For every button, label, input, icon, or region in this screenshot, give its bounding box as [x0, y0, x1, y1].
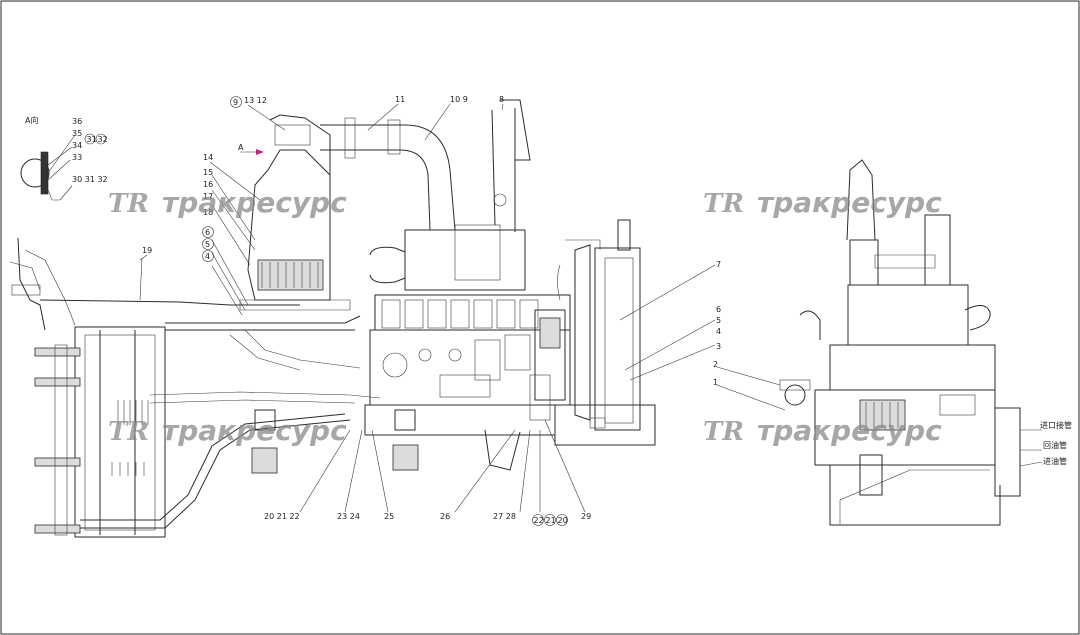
callout-18: 18 — [203, 208, 213, 217]
circled-5: 5 — [205, 240, 210, 249]
circled-21: 21 — [546, 516, 556, 525]
circled-22: 22 — [534, 516, 544, 525]
callout-25: 25 — [384, 512, 394, 521]
circled-32: 32 — [98, 135, 108, 144]
callout-group-30-31-32: 30 31 32 — [72, 175, 108, 184]
watermark-text: тракресурс — [162, 414, 347, 447]
callout-8: 8 — [499, 95, 504, 104]
callout-14: 14 — [203, 153, 213, 162]
callout-7: 7 — [716, 260, 721, 269]
callout-33: 33 — [72, 153, 82, 162]
watermark-logo: TR — [108, 417, 149, 447]
watermark-text: тракресурс — [162, 186, 347, 219]
callout-15: 15 — [203, 168, 213, 177]
callout-2: 2 — [713, 360, 718, 369]
callouts-left: 14 15 16 17 18 6 5 4 19 — [142, 153, 214, 262]
callout-19: 19 — [142, 246, 152, 255]
callout-11: 11 — [395, 95, 405, 104]
leader-lines — [139, 103, 786, 513]
callouts-top: 9 13 12 11 10 9 8 — [230, 95, 504, 108]
watermark-bottom-right: TR тракресурс — [703, 414, 942, 447]
a-view-detail: A向 36 35 31 32 34 33 30 31 32 — [20, 115, 108, 201]
callout-16: 16 — [203, 180, 213, 189]
watermark-logo: TR — [108, 189, 149, 219]
callout-4: 4 — [716, 327, 721, 336]
callout-36: 36 — [72, 117, 82, 126]
callout-1: 1 — [713, 378, 718, 387]
watermark-bottom-left: TR тракресурс — [108, 414, 347, 447]
note-inlet-pipe: 进口接管 — [1040, 420, 1072, 430]
watermark-top-left: TR тракресурс — [108, 186, 347, 219]
callout-17: 17 — [203, 192, 213, 201]
callout-group-20-21-22: 20 21 22 — [264, 512, 300, 521]
watermark-text: тракресурс — [757, 186, 942, 219]
callout-group-10-9: 10 9 — [450, 95, 468, 104]
callouts-right: 7 6 5 4 3 2 1 — [713, 260, 721, 387]
note-feed-oil-pipe: 进油管 — [1043, 456, 1067, 466]
callouts-bottom: 20 21 22 23 24 25 26 27 28 22 21 20 29 — [264, 512, 591, 526]
callout-5: 5 — [716, 316, 721, 325]
circled-31: 31 — [87, 135, 97, 144]
circled-20: 20 — [558, 516, 568, 525]
main-side-view: A — [9, 99, 656, 538]
callout-34: 34 — [72, 141, 82, 150]
end-view: 进口接管 回油管 进油管 — [779, 159, 1072, 526]
callout-group-13-12: 13 12 — [244, 96, 267, 105]
watermark-logo: TR — [703, 417, 744, 447]
callout-29: 29 — [581, 512, 591, 521]
callout-35: 35 — [72, 129, 82, 138]
callout-group-23-24: 23 24 — [337, 512, 360, 521]
circled-6: 6 — [205, 228, 210, 237]
callout-26: 26 — [440, 512, 450, 521]
callout-6: 6 — [716, 305, 721, 314]
watermark-logo: TR — [703, 189, 744, 219]
circled-4: 4 — [205, 252, 210, 261]
callout-3: 3 — [716, 342, 721, 351]
callout-group-27-28: 27 28 — [493, 512, 516, 521]
view-arrow-a: A — [238, 143, 244, 152]
watermark-top-right: TR тракресурс — [703, 186, 942, 219]
watermark-text: тракресурс — [757, 414, 942, 447]
circled-9: 9 — [233, 98, 238, 107]
note-return-oil-pipe: 回油管 — [1043, 440, 1067, 450]
a-view-label: A向 — [25, 115, 38, 125]
